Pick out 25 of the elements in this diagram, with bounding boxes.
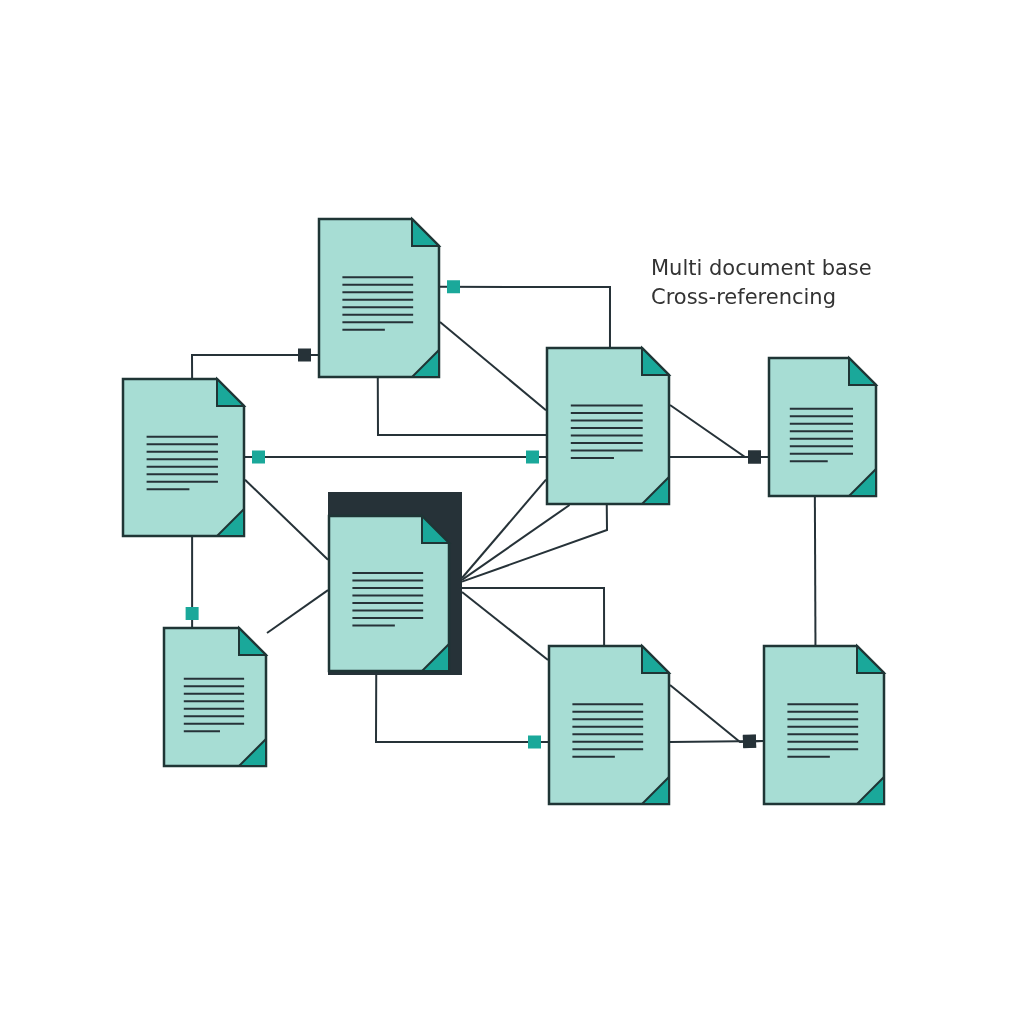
document-icon: [768, 357, 877, 497]
connector-line: [185, 536, 199, 628]
connector-line: [461, 478, 547, 579]
connector-line: [461, 587, 606, 646]
connector-line: [461, 504, 571, 581]
connector-line: [439, 280, 611, 348]
connector-line: [244, 450, 547, 464]
connector-line: [669, 734, 764, 748]
connector-line: [813, 496, 817, 646]
connector-line: [266, 589, 329, 634]
document-icon: [163, 627, 267, 767]
connector-line: [375, 674, 549, 749]
connector-line: [191, 348, 319, 379]
highlighted-document-icon: [328, 492, 462, 675]
connector-line: [376, 377, 547, 436]
diagram-caption: Multi document base Cross-referencing: [651, 255, 873, 312]
connector-line: [244, 478, 329, 561]
connector-line: [461, 590, 549, 662]
document-icon: [548, 645, 670, 805]
connector-line: [439, 321, 547, 412]
connector-line: [461, 504, 608, 583]
document-icon: [122, 378, 245, 537]
document-icon: [318, 218, 440, 378]
document-icon: [763, 645, 885, 805]
document-icon: [546, 347, 670, 505]
